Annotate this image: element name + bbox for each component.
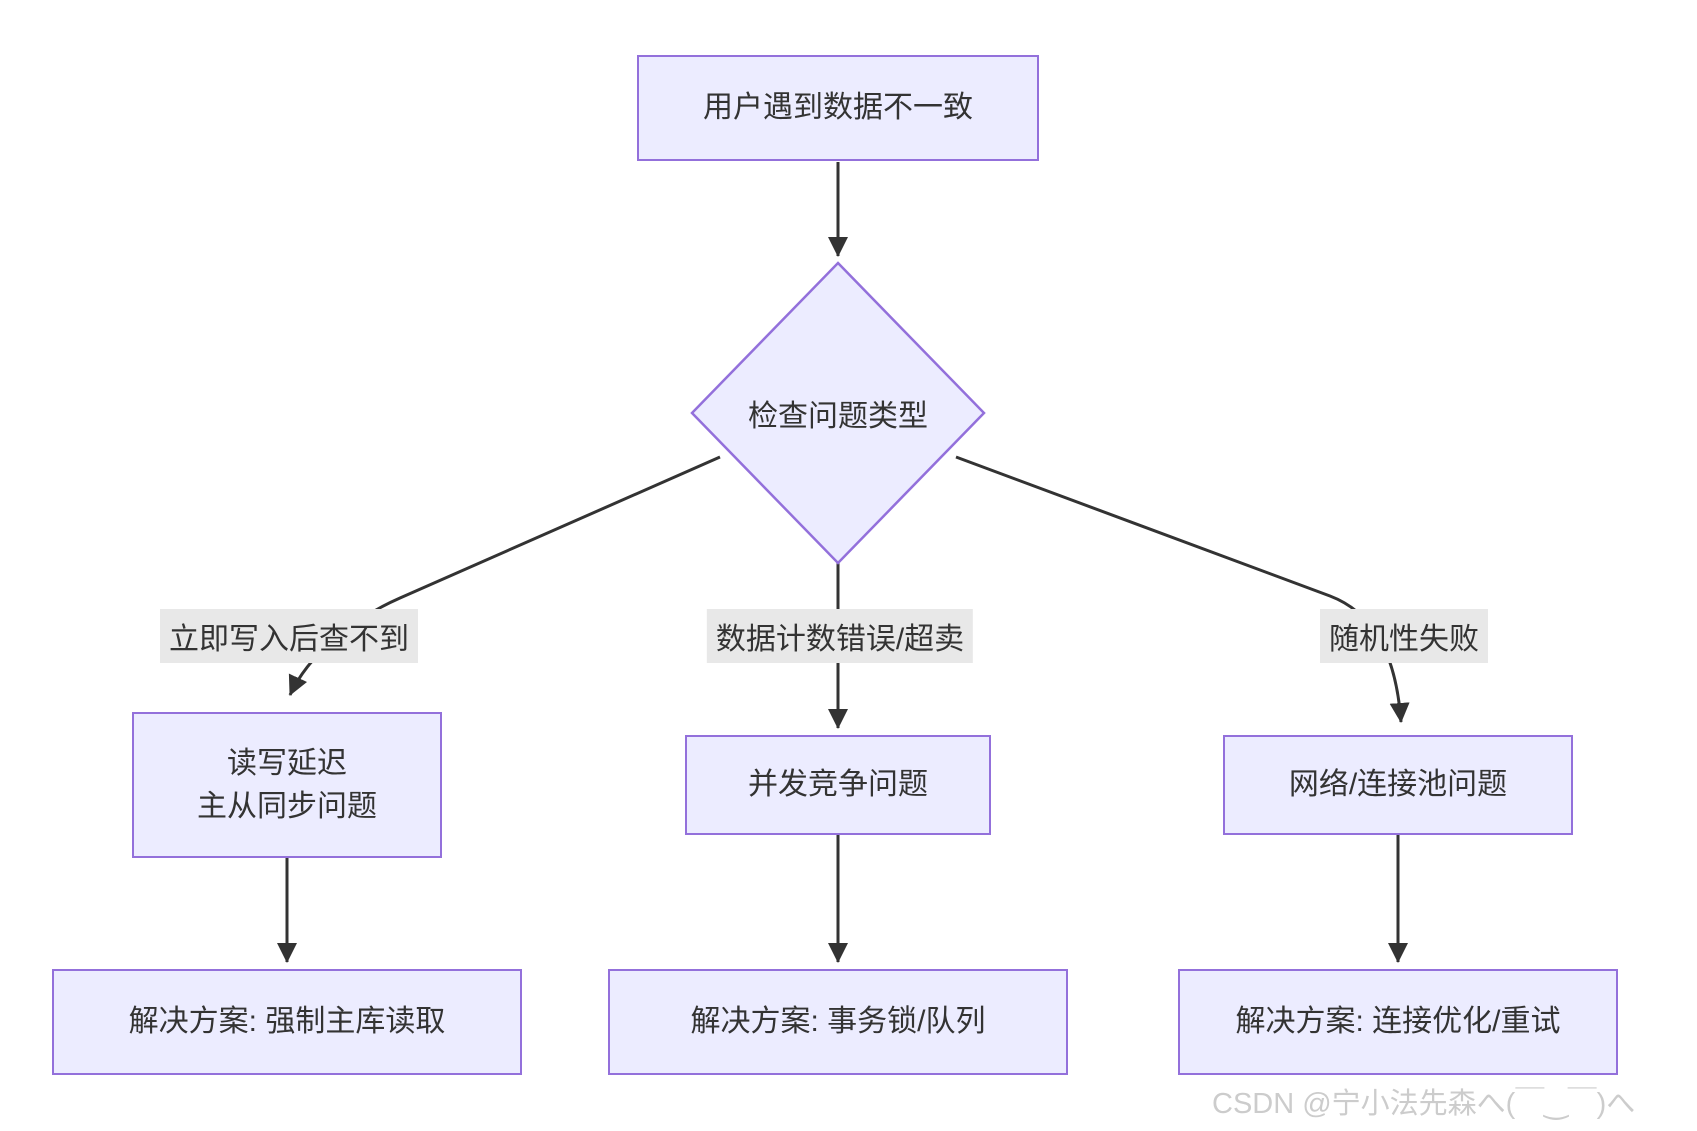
node-decision-label: 检查问题类型 — [748, 400, 928, 433]
node-read-write-delay-line1: 读写延迟 — [227, 746, 347, 780]
node-network-pool-label: 网络/连接池问题 — [1288, 768, 1508, 802]
node-solution-lock-queue: 解决方案: 事务锁/队列 — [608, 969, 1068, 1075]
edge-decision-to-network-pool — [955, 455, 1410, 723]
node-start: 用户遇到数据不一致 — [637, 55, 1039, 161]
edge-label-count-error-oversell: 数据计数错误/超卖 — [706, 609, 974, 663]
node-solution-master-read-label: 解决方案: 强制主库读取 — [128, 1005, 446, 1039]
edge-label-random-failure: 随机性失败 — [1320, 609, 1488, 663]
node-solution-master-read: 解决方案: 强制主库读取 — [52, 969, 522, 1075]
node-read-write-delay-line2: 主从同步问题 — [197, 790, 377, 823]
node-solution-conn-retry: 解决方案: 连接优化/重试 — [1178, 969, 1618, 1075]
node-solution-lock-queue-label: 解决方案: 事务锁/队列 — [690, 1005, 986, 1039]
node-network-pool: 网络/连接池问题 — [1223, 735, 1573, 835]
node-concurrency: 并发竞争问题 — [685, 735, 991, 835]
node-solution-conn-retry-label: 解决方案: 连接优化/重试 — [1235, 1005, 1561, 1039]
edge-label-immediate-read-miss: 立即写入后查不到 — [160, 609, 418, 663]
node-read-write-delay: 读写延迟 主从同步问题 — [132, 712, 442, 858]
node-start-label: 用户遇到数据不一致 — [703, 91, 973, 125]
decision-diamond-shape — [690, 261, 986, 565]
watermark: CSDN @宁小法先森へ(￣‿￣)へ — [1212, 1088, 1636, 1120]
node-concurrency-label: 并发竞争问题 — [748, 768, 928, 802]
